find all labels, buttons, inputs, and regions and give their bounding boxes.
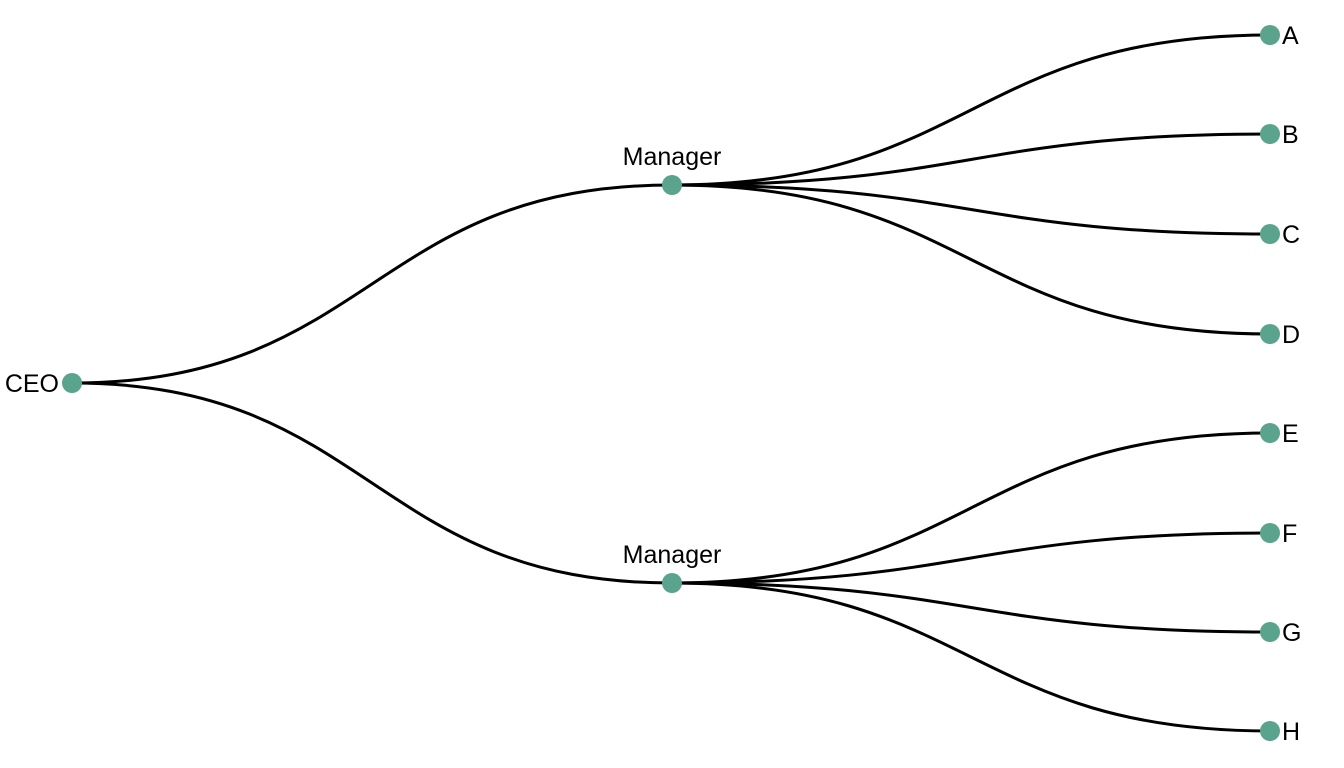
node-circle-c xyxy=(1260,224,1280,244)
tree-edge-ceo-manager2 xyxy=(71,381,673,585)
tree-edge-manager1-b xyxy=(671,132,1271,187)
node-label-f: F xyxy=(1282,520,1297,548)
tree-edge-manager1-a xyxy=(671,33,1271,187)
node-label-a: A xyxy=(1282,22,1299,50)
node-label-g: G xyxy=(1282,619,1301,647)
tree-edge-manager2-f xyxy=(671,531,1271,585)
node-circle-a xyxy=(1260,25,1280,45)
tree-edge-manager2-g xyxy=(671,581,1271,634)
tree-edge-manager2-e xyxy=(671,431,1271,585)
node-label-b: B xyxy=(1282,121,1299,149)
node-circle-f xyxy=(1260,523,1280,543)
node-circle-h xyxy=(1260,721,1280,741)
node-label-ceo: CEO xyxy=(5,370,59,398)
node-label-manager2: Manager xyxy=(623,541,722,569)
node-label-c: C xyxy=(1282,221,1300,249)
node-label-h: H xyxy=(1282,718,1300,746)
node-circle-manager2 xyxy=(662,573,682,593)
tree-edge-manager2-h xyxy=(671,581,1271,733)
node-label-e: E xyxy=(1282,420,1299,448)
node-circle-d xyxy=(1260,324,1280,344)
node-label-manager1: Manager xyxy=(623,143,722,171)
node-circle-manager1 xyxy=(662,175,682,195)
tree-edge-manager1-d xyxy=(671,183,1271,336)
node-circle-g xyxy=(1260,622,1280,642)
tree-edge-ceo-manager1 xyxy=(71,183,673,385)
node-circle-ceo xyxy=(62,373,82,393)
node-circle-e xyxy=(1260,423,1280,443)
node-label-d: D xyxy=(1282,321,1300,349)
tree-edge-manager1-c xyxy=(671,183,1271,236)
node-circle-b xyxy=(1260,124,1280,144)
